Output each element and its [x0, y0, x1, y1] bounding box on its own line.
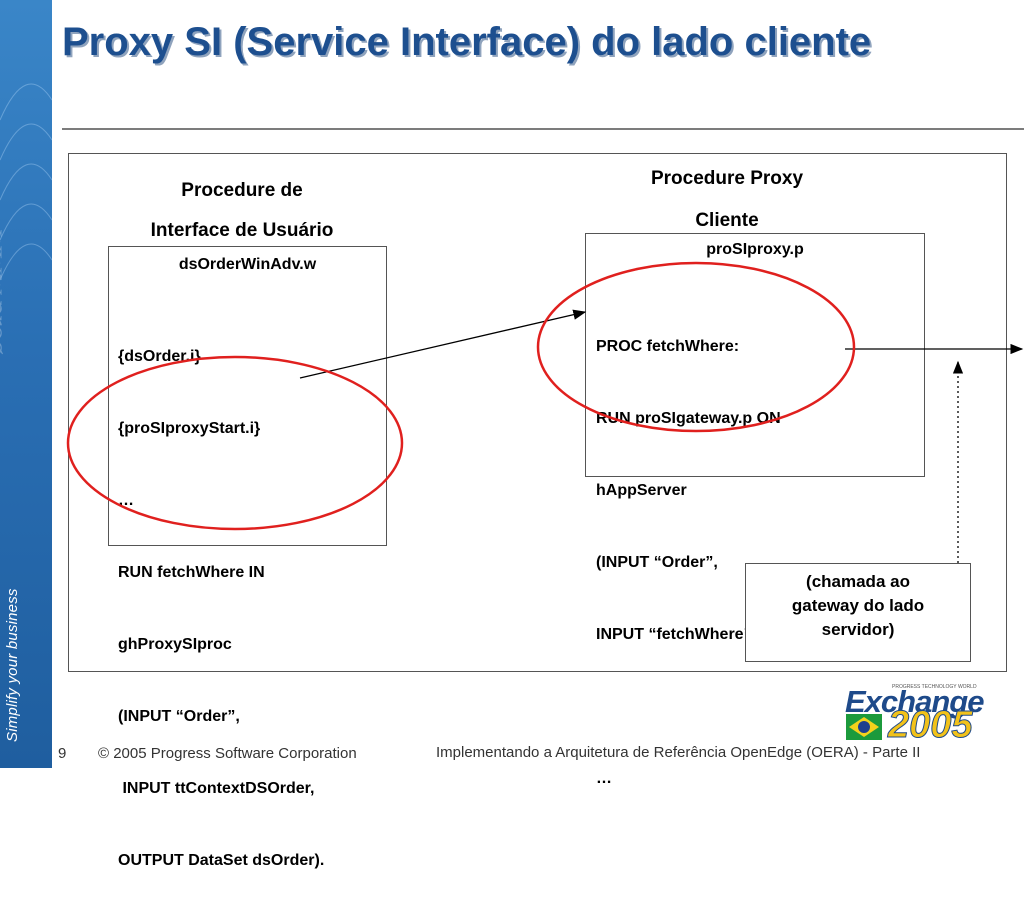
logo-year: 2005: [888, 704, 974, 747]
watermark-text: www.prog: [0, 230, 14, 356]
code-line: RUN fetchWhere IN: [118, 564, 265, 581]
code-line: …: [596, 770, 612, 787]
sidebar-watermark: www.prog: [0, 230, 52, 480]
code-line: hAppServer: [596, 482, 687, 499]
gateway-note: (chamada ao gateway do lado servidor): [745, 570, 971, 642]
code-line: {proSIproxyStart.i}: [118, 420, 261, 437]
right-heading: Procedure Proxy Cliente: [596, 158, 858, 242]
left-heading-line1: Procedure de: [181, 180, 303, 201]
sidebar-decoration: [0, 83, 52, 281]
right-heading-line1: Procedure Proxy: [650, 168, 804, 189]
right-heading-line2: Cliente: [695, 210, 759, 231]
code-line: (INPUT “Order”,: [118, 708, 240, 725]
ui-procedure-code: {dsOrder.i} {proSIproxyStart.i} … RUN fe…: [118, 297, 324, 897]
logo-word: Exchange: [845, 684, 984, 719]
left-heading-line2: Interface de Usuário: [150, 220, 334, 241]
code-line: PROC fetchWhere:: [596, 338, 740, 355]
slide-title: Proxy SI (Service Interface) do lado cli…: [62, 20, 872, 64]
proxy-procedure-code: PROC fetchWhere: RUN proSIgateway.p ON h…: [596, 287, 781, 815]
left-heading: Procedure de Interface de Usuário: [110, 171, 374, 251]
footer-title: Implementando a Arquitetura de Referênci…: [436, 744, 921, 761]
brazil-flag-icon: [846, 714, 882, 740]
logo-tagline: PROGRESS TECHNOLOGY WORLD: [892, 684, 977, 690]
code-line: {dsOrder.i}: [118, 348, 201, 365]
slide-number: 9: [58, 745, 67, 762]
note-line: servidor): [821, 620, 895, 639]
code-line: INPUT ttContextDSOrder,: [118, 780, 315, 797]
gateway-note-box: [745, 563, 971, 662]
proxy-procedure-filename: proSIproxy.p: [706, 241, 804, 258]
title-divider: [62, 128, 1024, 130]
code-line: …: [118, 492, 134, 509]
note-line: gateway do lado: [791, 596, 925, 615]
code-line: (INPUT “Order”,: [596, 554, 718, 571]
sidebar-band: www.prog Simplify your business: [0, 0, 52, 768]
code-line: OUTPUT DataSet dsOrder).: [118, 852, 325, 869]
exchange-2005-logo: PROGRESS TECHNOLOGY WORLD Exchange 2005: [840, 684, 1010, 748]
code-line: ghProxySIproc: [118, 636, 232, 653]
code-line: [596, 695, 781, 719]
code-line: INPUT “fetchWhere”…): [596, 626, 773, 643]
note-line: (chamada ao: [806, 572, 910, 591]
ui-procedure-filename: dsOrderWinAdv.w: [178, 256, 317, 273]
code-line: RUN proSIgateway.p ON: [596, 410, 781, 427]
footer-copyright: © 2005 Progress Software Corporation: [98, 745, 357, 762]
sidebar-slogan: Simplify your business: [4, 588, 21, 742]
